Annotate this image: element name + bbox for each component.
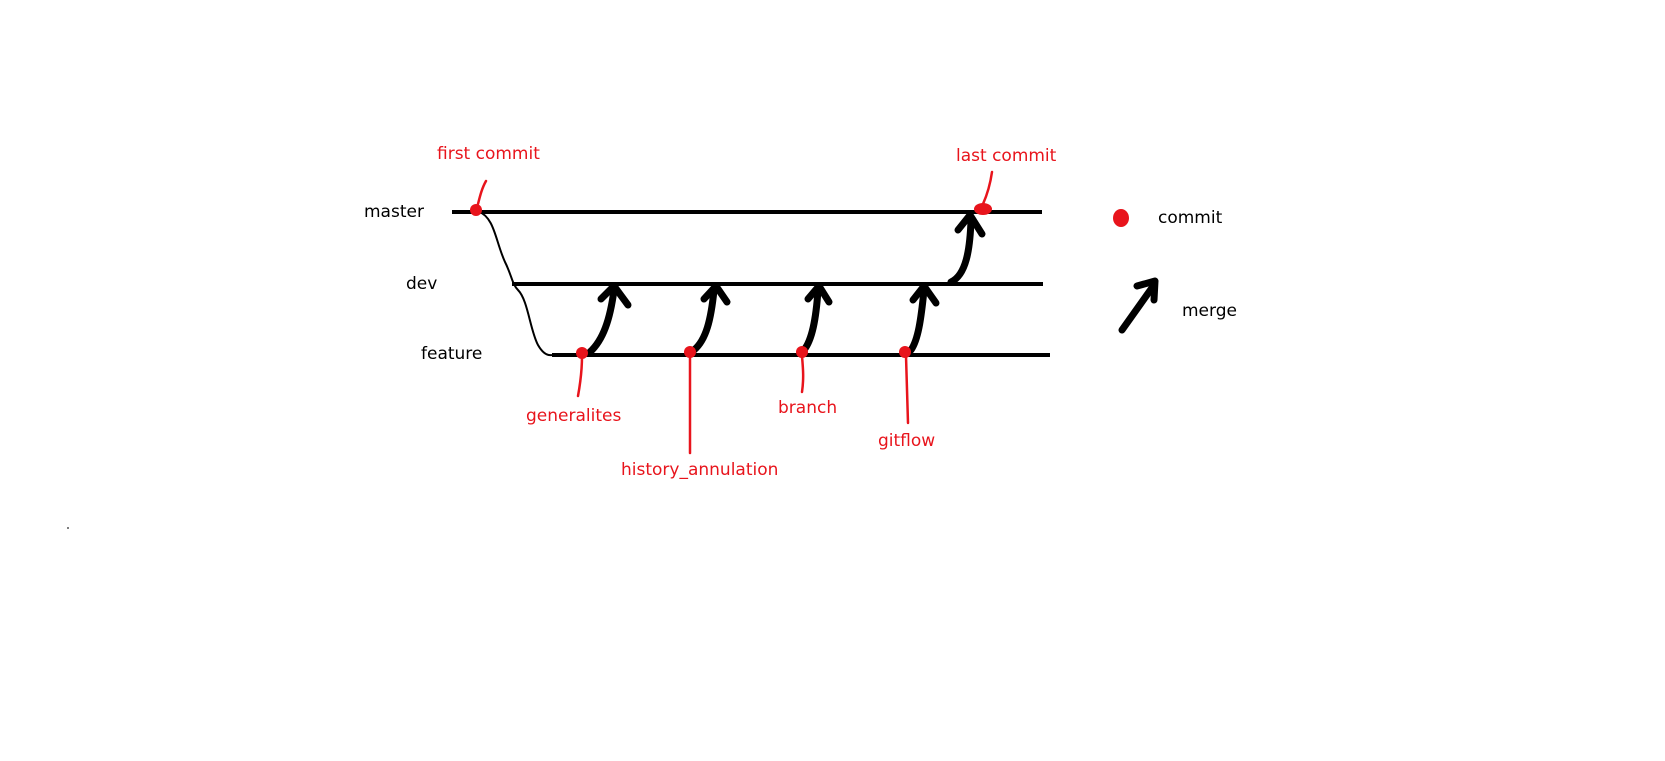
- branch-label-dev: dev: [406, 274, 437, 294]
- leader-generalites: [576, 354, 584, 398]
- merge-arrow-generalites: [586, 282, 632, 356]
- commit-dot-branch: [796, 346, 808, 358]
- commit-label-history-annulation: history_annulation: [621, 460, 778, 480]
- label-leader-lines: [476, 170, 994, 455]
- legend-merge-icon: [1118, 277, 1159, 334]
- legend-label-commit: commit: [1158, 208, 1223, 228]
- commit-label-branch: branch: [778, 398, 837, 418]
- stray-dot: [67, 527, 69, 529]
- legend-commit-icon: [1113, 209, 1129, 227]
- commit-dot-first: [470, 204, 482, 216]
- commit-dot-history-annulation: [684, 346, 696, 358]
- merge-arrow-gitflow: [907, 282, 940, 354]
- commit-dot-generalites: [576, 347, 588, 359]
- merge-arrow-dev-to-master: [947, 211, 986, 286]
- leader-branch: [800, 354, 805, 394]
- commit-label-first-commit: first commit: [437, 144, 540, 164]
- branch-off-curve: [477, 210, 553, 357]
- commit-dot-gitflow: [899, 346, 911, 358]
- merge-arrow-history-annulation: [690, 282, 731, 354]
- leader-first-commit: [476, 179, 488, 206]
- commit-label-last-commit: last commit: [956, 146, 1057, 166]
- leader-gitflow: [904, 354, 910, 425]
- leader-last-commit: [981, 170, 994, 206]
- merge-arrow-branch: [800, 282, 833, 354]
- legend-label-merge: merge: [1182, 301, 1237, 321]
- commit-label-generalites: generalites: [526, 406, 621, 426]
- branch-label-feature: feature: [421, 344, 482, 364]
- commit-dot-last: [974, 203, 992, 215]
- branch-label-master: master: [364, 202, 424, 222]
- commit-label-gitflow: gitflow: [878, 431, 935, 451]
